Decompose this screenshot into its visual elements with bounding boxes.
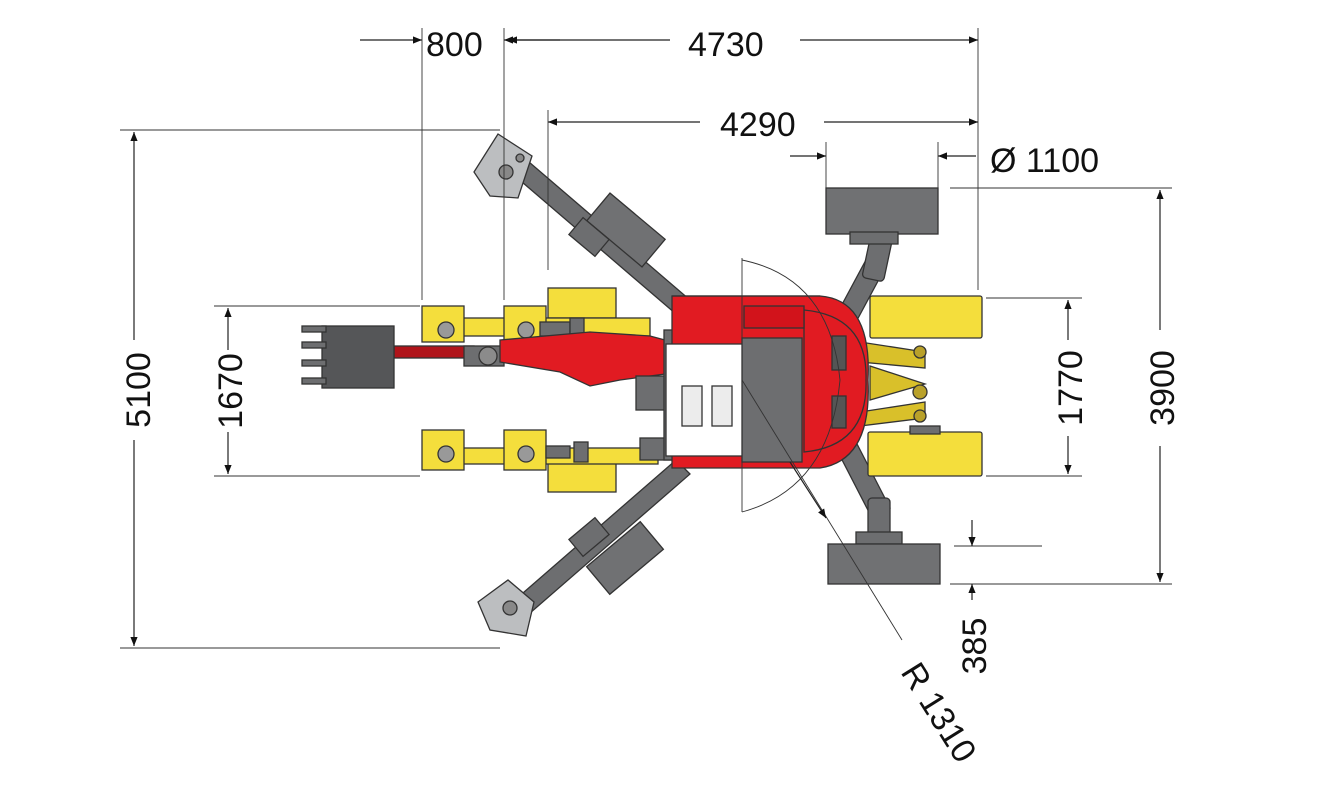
front-steering-arm-bottom [421,429,681,471]
dimension-lines [120,28,1172,649]
dim-4730: 4730 [688,26,764,64]
dim-1770: 1770 [1052,350,1090,426]
dim-800: 800 [426,26,483,64]
dim-385: 385 [956,618,994,675]
boom [393,331,688,411]
rear-right-outrigger [827,441,941,585]
dim-diameter: Ø 1100 [990,142,1099,180]
rear-left-outrigger [825,187,939,323]
bucket [301,325,395,389]
dim-5100: 5100 [120,352,158,428]
front-steering-arm-top [421,305,651,343]
dim-3900: 3900 [1144,350,1182,426]
dim-1670: 1670 [212,353,250,429]
front-right-outrigger [477,459,691,637]
rear-left-pad [825,187,939,235]
rear-wheels [859,295,983,477]
front-right-wheel [547,461,617,493]
rear-right-pad [827,543,941,585]
dim-4290: 4290 [720,106,796,144]
machine-top-view [301,133,983,637]
front-left-outrigger [473,133,691,315]
cab-chassis [663,295,869,469]
front-left-wheel [547,287,617,319]
